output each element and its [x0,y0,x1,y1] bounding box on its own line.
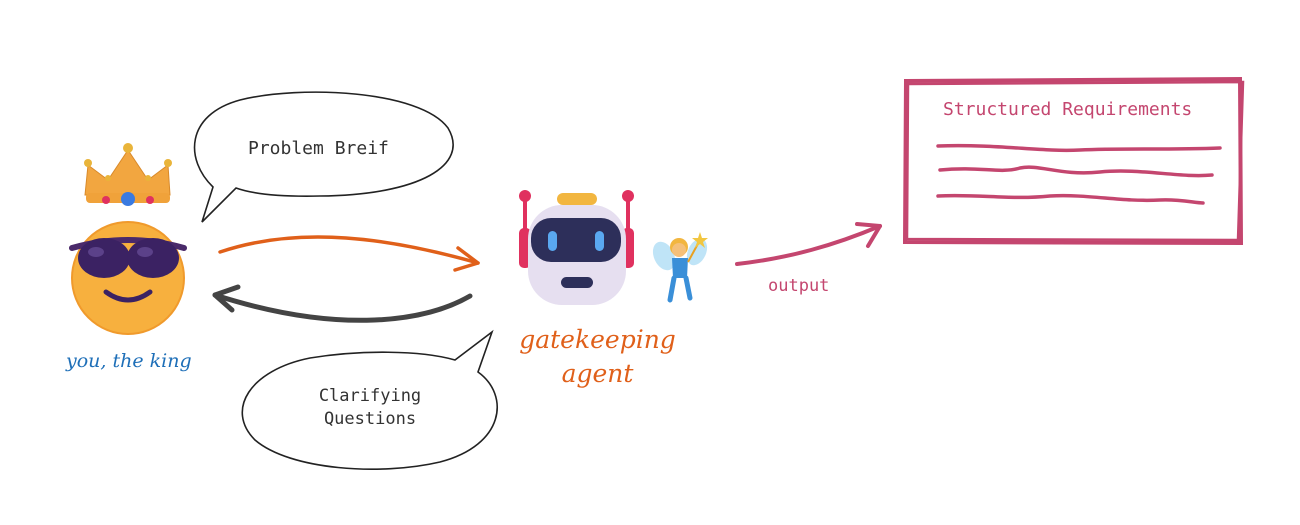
requirement-line-3 [936,193,1205,205]
clarifying-questions-bubble [241,329,498,470]
fairy-icon [652,232,708,303]
return-arrow [212,284,473,323]
requirement-line-2 [938,165,1214,178]
requirements-title: Structured Requirements [943,99,1193,120]
agent-label-line-1: gatekeeping [519,325,676,354]
problem-brief-label: Problem Breif [248,138,389,159]
user-label: you, the king [66,350,192,372]
requirements-box [902,76,1245,246]
forward-arrow [218,235,480,272]
output-label: output [768,276,830,296]
problem-brief-bubble [193,91,454,223]
clarifying-questions-line-1: Clarifying [318,386,422,406]
agent-label: gatekeeping agent [505,323,690,391]
clarifying-questions-line-2: Questions [323,409,417,429]
agent-label-line-2: agent [561,359,634,388]
clarifying-questions-label: Clarifying Questions [270,385,470,431]
robot-icon [519,190,634,305]
output-arrow [735,222,882,266]
crowned-sunglasses-face-icon [69,143,187,335]
requirement-line-1 [936,143,1222,153]
